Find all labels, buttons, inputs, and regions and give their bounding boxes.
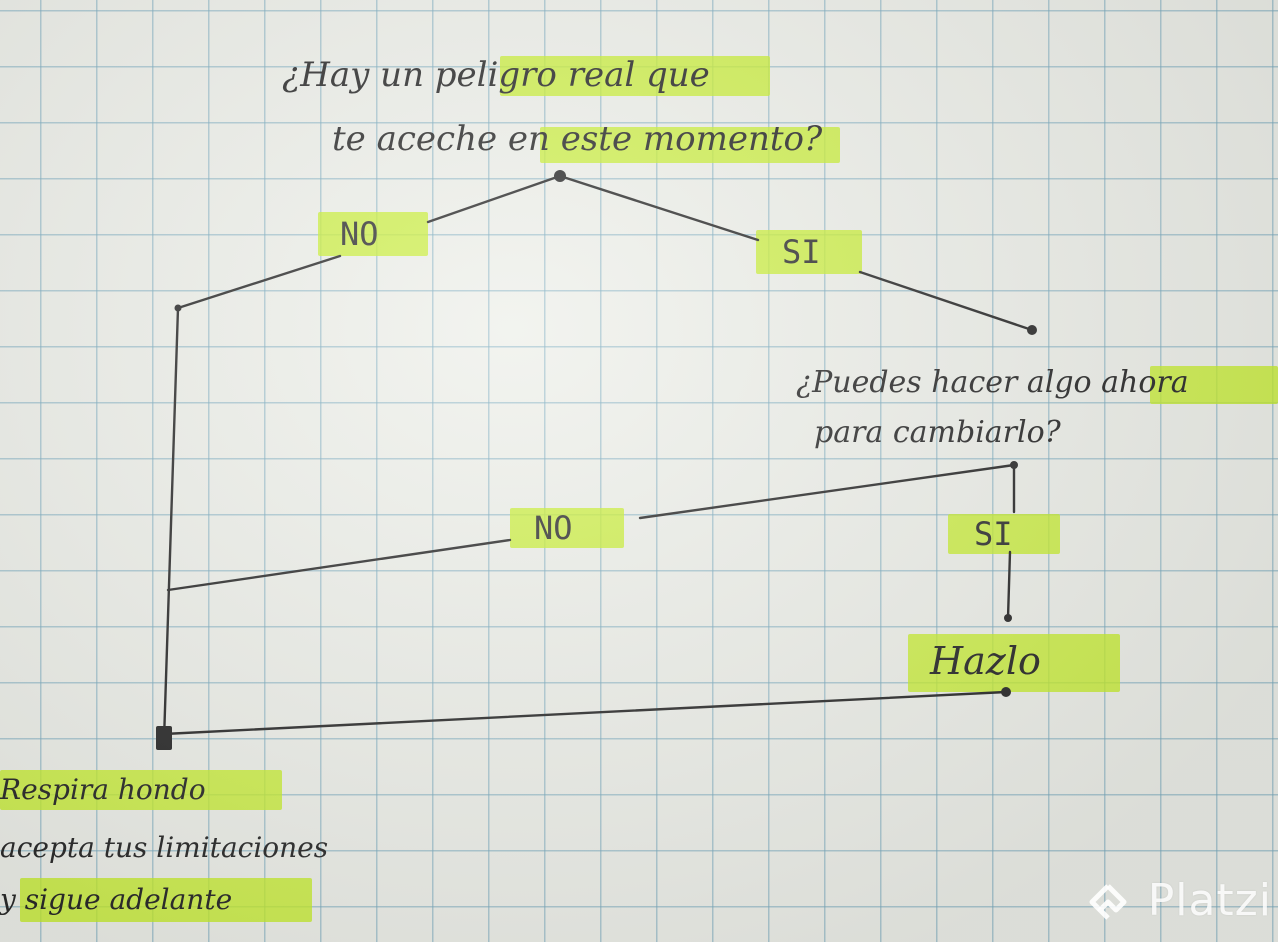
node-root xyxy=(554,170,566,182)
highlight-hazlo xyxy=(908,634,1120,692)
line-root-to-no1 xyxy=(426,174,562,224)
highlight-no-1 xyxy=(318,212,428,256)
action-hazlo: Hazlo xyxy=(930,639,1041,683)
question-2-line-2: para cambiarlo? xyxy=(814,415,1061,450)
branch-no-1: NO xyxy=(340,215,379,253)
highlight-en-este-momento xyxy=(540,127,840,163)
branch-si-1: SI xyxy=(782,233,821,271)
highlight-si-2 xyxy=(948,514,1060,554)
question-2-line-1: ¿Puedes hacer algo ahora xyxy=(796,365,1189,400)
platzi-watermark: Platzi xyxy=(1147,875,1272,926)
branch-si-2: SI xyxy=(974,515,1013,553)
highlight-peligro-real xyxy=(500,56,770,96)
node-left-corner xyxy=(174,304,182,312)
highlight-sigue-adelante xyxy=(20,878,312,922)
line-si2-to-hazlo xyxy=(1006,550,1012,620)
node-hazlo xyxy=(1004,614,1012,622)
node-hazlo-end xyxy=(1001,687,1011,697)
node-question2-split xyxy=(1010,461,1018,469)
line-hazlo-to-conclusion xyxy=(162,690,1008,736)
node-conclusion xyxy=(156,726,172,750)
node-question2 xyxy=(1027,325,1037,335)
conclusion-line-3: y sigue adelante xyxy=(0,883,233,916)
conclusion-line-2: acepta tus limitaciones xyxy=(0,831,329,864)
line-si1-to-question2 xyxy=(858,270,1034,332)
highlight-si-1 xyxy=(756,230,862,274)
highlight-no-2 xyxy=(510,508,624,548)
conclusion-line-1: Respira hondo xyxy=(0,773,206,806)
branch-no-2: NO xyxy=(534,509,573,547)
highlight-ahora xyxy=(1150,366,1278,404)
question-1-line-1: ¿Hay un peligro real que xyxy=(282,55,710,95)
line-question2-to-no2 xyxy=(638,463,1016,520)
line-left-vertical xyxy=(162,306,180,742)
line-root-to-si1 xyxy=(558,174,760,242)
highlight-respira-hondo xyxy=(0,770,282,810)
platzi-logo-icon xyxy=(1089,884,1127,920)
line-no1-to-left-corner xyxy=(176,254,342,310)
line-no2-to-left xyxy=(166,538,512,592)
question-1-line-2: te aceche en este momento? xyxy=(332,119,823,159)
